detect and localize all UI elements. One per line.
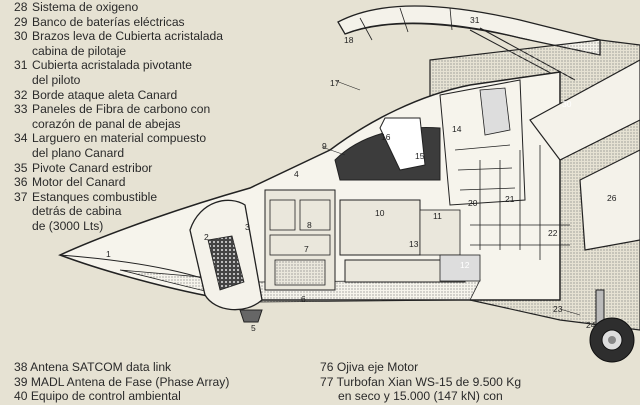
- legend-text: Ojiva eje Motor: [336, 360, 419, 374]
- legend-number: 38: [14, 360, 28, 374]
- legend-number: 36: [14, 175, 28, 190]
- legend-text-continuation: del piloto: [32, 72, 81, 87]
- callout-22: 22: [548, 228, 558, 238]
- legend-number: 28: [14, 0, 28, 14]
- callout-8: 8: [307, 220, 312, 230]
- legend-text: Banco de baterías eléctricas: [32, 14, 185, 29]
- legend-text: Cubierta acristalada pivotante: [32, 58, 193, 73]
- legend-number: 35: [14, 160, 28, 175]
- legend-text-continuation: cabina de pilotaje: [32, 43, 127, 58]
- callout-16: 16: [381, 132, 391, 142]
- intake: [579, 149, 640, 251]
- callout-31: 31: [470, 15, 480, 25]
- legend-top: 28 Sistema de oxigeno 29 Banco de baterías …: [14, 0, 254, 234]
- fuselage-frames: [470, 140, 570, 270]
- legend-item: 36 Motor del Canard: [14, 175, 254, 190]
- leader-lines: [321, 80, 581, 316]
- legend-text: Paneles de Fibra de carbono con: [32, 102, 211, 117]
- legend-text: Brazos leva de Cubierta acristalada: [32, 29, 223, 44]
- legend-item: 28 Sistema de oxigeno: [14, 0, 254, 15]
- legend-item: 39 MADL Antena de Fase (Phase Array): [14, 375, 229, 390]
- callout-6: 6: [301, 294, 306, 304]
- callout-1: 1: [106, 249, 111, 259]
- callout-13: 13: [409, 239, 419, 249]
- cockpit: [334, 79, 526, 206]
- legend-text: MADL Antena de Fase (Phase Array): [30, 374, 230, 389]
- legend-item: 35 Pivote Canard estribor: [14, 161, 254, 176]
- callout-20: 20: [468, 198, 478, 208]
- legend-item: 76 Ojiva eje Motor: [320, 360, 521, 375]
- legend-text-continuation: del plano Canard: [32, 145, 125, 160]
- canard: [529, 59, 640, 161]
- legend-number: 40: [14, 389, 28, 404]
- callout-2: 2: [204, 232, 209, 242]
- legend-text: Borde ataque aleta Canard: [32, 87, 178, 102]
- callout-30: 30: [562, 99, 572, 109]
- legend-text-continuation: en seco y 15.000 (147 kN) con: [338, 389, 503, 404]
- callout-15: 15: [415, 151, 425, 161]
- legend-number: 39: [14, 374, 28, 389]
- legend-item: 29 Banco de baterías eléctricas: [14, 15, 254, 30]
- avionics-bay: [264, 189, 481, 291]
- nose-landing-gear: [589, 289, 635, 363]
- callout-9: 9: [322, 141, 327, 151]
- callout-4: 4: [294, 169, 299, 179]
- legend-text-continuation: detrás de cabina: [32, 204, 122, 219]
- legend-number: 32: [14, 87, 28, 102]
- legend-text: Turbofan Xian WS-15 de 9.500 Kg: [336, 374, 522, 389]
- legend-number: 77: [320, 374, 334, 389]
- callout-18: 18: [344, 35, 354, 45]
- legend-text: Equipo de control ambiental: [30, 389, 181, 404]
- legend-item: 40 Equipo de control ambiental: [14, 389, 229, 404]
- callout-26: 26: [607, 193, 617, 203]
- legend-number: 31: [14, 58, 28, 73]
- radar-antenna: [189, 199, 263, 311]
- legend-number: 29: [14, 14, 28, 29]
- legend-text: Sistema de oxigeno: [32, 0, 139, 14]
- callout-11: 11: [433, 211, 442, 221]
- legend-text: Antena SATCOM data link: [30, 360, 172, 374]
- legend-text: Larguero en material compuesto: [32, 131, 207, 146]
- legend-item: 38 Antena SATCOM data link: [14, 360, 229, 375]
- callout-23: 23: [553, 304, 563, 314]
- callout-7: 7: [304, 244, 309, 254]
- sensor-pod: [239, 309, 263, 323]
- legend-number: 33: [14, 102, 28, 117]
- callout-21: 21: [505, 194, 515, 204]
- legend-text: Estanques combustible: [32, 189, 158, 204]
- legend-text: Motor del Canard: [32, 175, 126, 190]
- callout-10: 10: [375, 208, 385, 218]
- legend-text-continuation: de (3000 Lts): [32, 218, 104, 233]
- legend-text: Pivote Canard estribor: [32, 160, 153, 175]
- callout-17: 17: [330, 78, 340, 88]
- legend-item: 32 Borde ataque aleta Canard: [14, 88, 254, 103]
- legend-number: 34: [14, 131, 28, 146]
- callout-numbers: 1 2 3 4 5 6 7 8 9 10 11 12 13 14 15 16 1…: [106, 15, 617, 333]
- callout-3: 3: [245, 222, 250, 232]
- legend-number: 37: [14, 189, 28, 204]
- legend-number: 30: [14, 29, 28, 44]
- callout-24: 24: [586, 320, 596, 330]
- legend-number: 76: [320, 360, 334, 374]
- legend-text-continuation: corazón de panal de abejas: [32, 116, 181, 131]
- callout-14: 14: [452, 124, 462, 134]
- callout-12: 12: [460, 260, 470, 270]
- callout-5: 5: [251, 323, 256, 333]
